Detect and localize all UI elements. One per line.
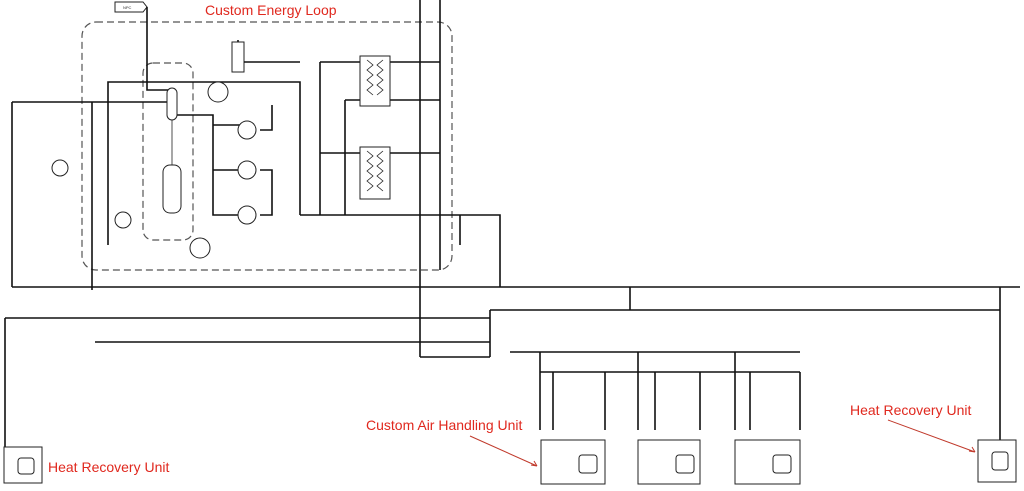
air-separator [231, 41, 245, 73]
boiler-separator [166, 87, 178, 121]
air-handling-units [540, 439, 801, 485]
hru-left-label: Heat Recovery Unit [48, 459, 169, 475]
heat-exchanger-2 [359, 146, 391, 200]
npc-tag [114, 1, 148, 13]
hru-right-label: Heat Recovery Unit [850, 402, 971, 418]
energy-loop-boundary [81, 21, 453, 271]
npc-tag-label: NPC [123, 5, 132, 10]
ahu-label: Custom Air Handling Unit [366, 417, 523, 433]
boiler [162, 164, 182, 214]
boiler-package-boundary [142, 62, 194, 241]
energy-loop-label: Custom Energy Loop [205, 2, 337, 18]
pumps [51, 81, 257, 259]
ahu-2 [637, 439, 701, 485]
heat-exchanger-1 [359, 55, 391, 107]
